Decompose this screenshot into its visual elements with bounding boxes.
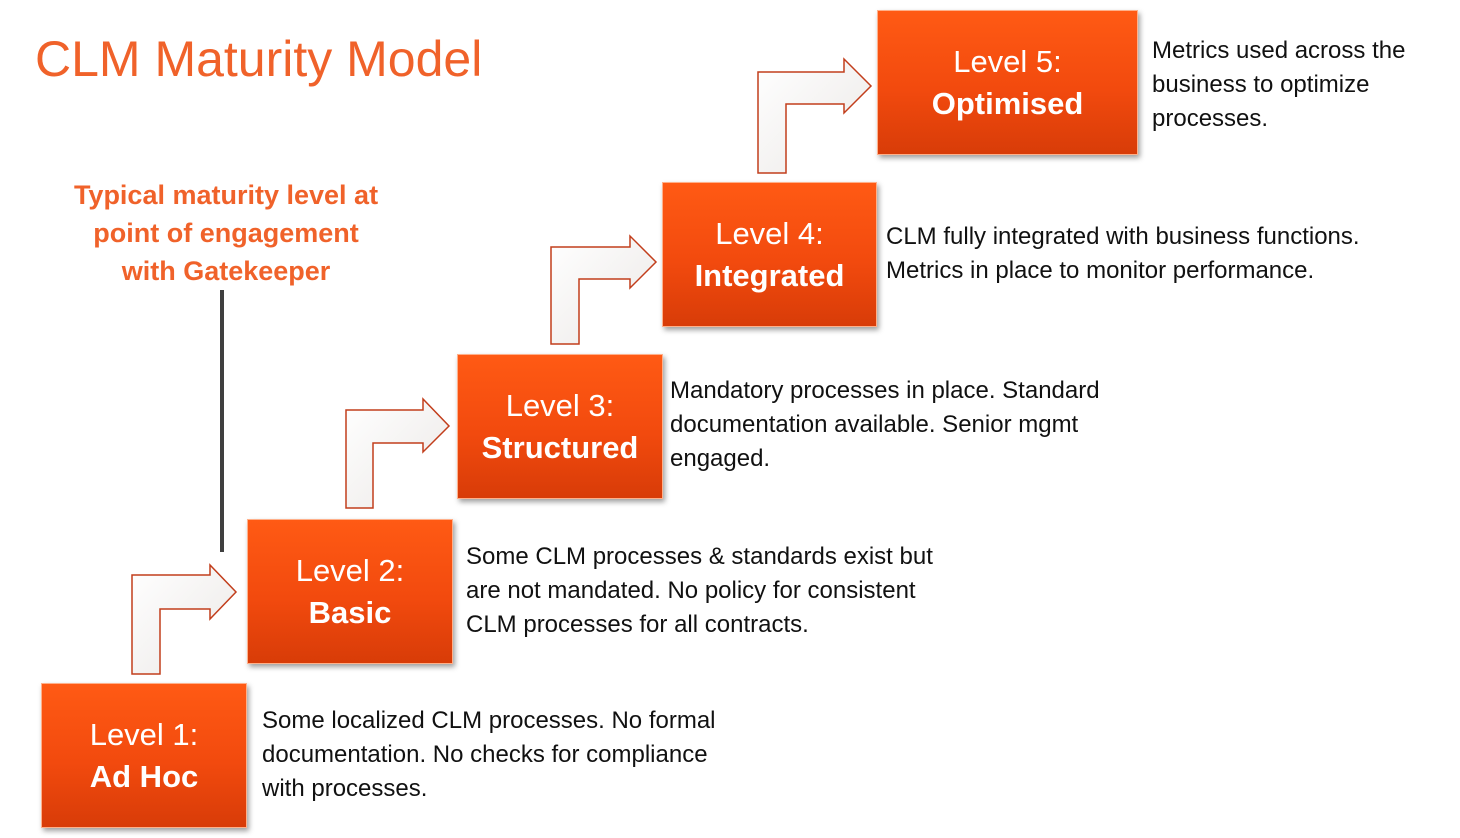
level-name: Ad Hoc	[89, 758, 199, 794]
step-arrow-icon-4	[757, 57, 873, 174]
level-label: Level 1:	[89, 716, 199, 752]
level-label: Level 2:	[295, 552, 405, 588]
level-name: Structured	[481, 429, 639, 465]
description-line: with processes.	[262, 775, 428, 802]
description-line: documentation available. Senior mgmt	[670, 411, 1079, 438]
callout-line: point of engagement	[93, 218, 359, 248]
description-line: CLM fully integrated with business funct…	[886, 223, 1360, 250]
level-2-description: Some CLM processes & standards exist but…	[466, 540, 933, 642]
description-line: business to optimize	[1152, 71, 1370, 98]
step-arrow-icon-2	[345, 397, 451, 509]
level-3-box: Level 3: Structured	[457, 354, 663, 499]
level-name: Integrated	[694, 257, 845, 293]
level-5-description: Metrics used across the business to opti…	[1152, 34, 1405, 136]
level-4-box: Level 4: Integrated	[662, 182, 877, 327]
level-name: Basic	[308, 594, 392, 630]
description-line: Metrics used across the	[1152, 37, 1406, 64]
description-line: processes.	[1152, 105, 1269, 132]
description-line: CLM processes for all contracts.	[466, 611, 809, 638]
level-4-description: CLM fully integrated with business funct…	[886, 220, 1360, 288]
description-line: Metrics in place to monitor performance.	[886, 257, 1315, 284]
step-arrow-icon-1	[131, 563, 238, 675]
level-label: Level 4:	[715, 215, 824, 251]
description-line: Mandatory processes in place. Standard	[670, 377, 1100, 404]
level-1-description: Some localized CLM processes. No formal …	[262, 704, 716, 806]
level-label: Level 3:	[505, 387, 615, 423]
level-3-description: Mandatory processes in place. Standard d…	[670, 374, 1100, 476]
level-1-box: Level 1: Ad Hoc	[41, 683, 247, 828]
level-5-box: Level 5: Optimised	[877, 10, 1138, 155]
page-title: CLM Maturity Model	[35, 31, 483, 87]
step-arrow-icon-3	[550, 234, 658, 345]
callout-line: with Gatekeeper	[121, 256, 331, 286]
description-line: are not mandated. No policy for consiste…	[466, 577, 916, 604]
description-line: engaged.	[670, 445, 771, 472]
level-name: Optimised	[931, 85, 1084, 121]
engagement-callout: Typical maturity level at point of engag…	[40, 176, 412, 290]
description-line: documentation. No checks for compliance	[262, 741, 708, 768]
description-line: Some localized CLM processes. No formal	[262, 707, 716, 734]
level-2-box: Level 2: Basic	[247, 519, 453, 664]
callout-pointer-line	[220, 290, 224, 552]
description-line: Some CLM processes & standards exist but	[466, 543, 933, 570]
level-label: Level 5:	[953, 43, 1062, 79]
callout-line: Typical maturity level at	[73, 180, 379, 210]
